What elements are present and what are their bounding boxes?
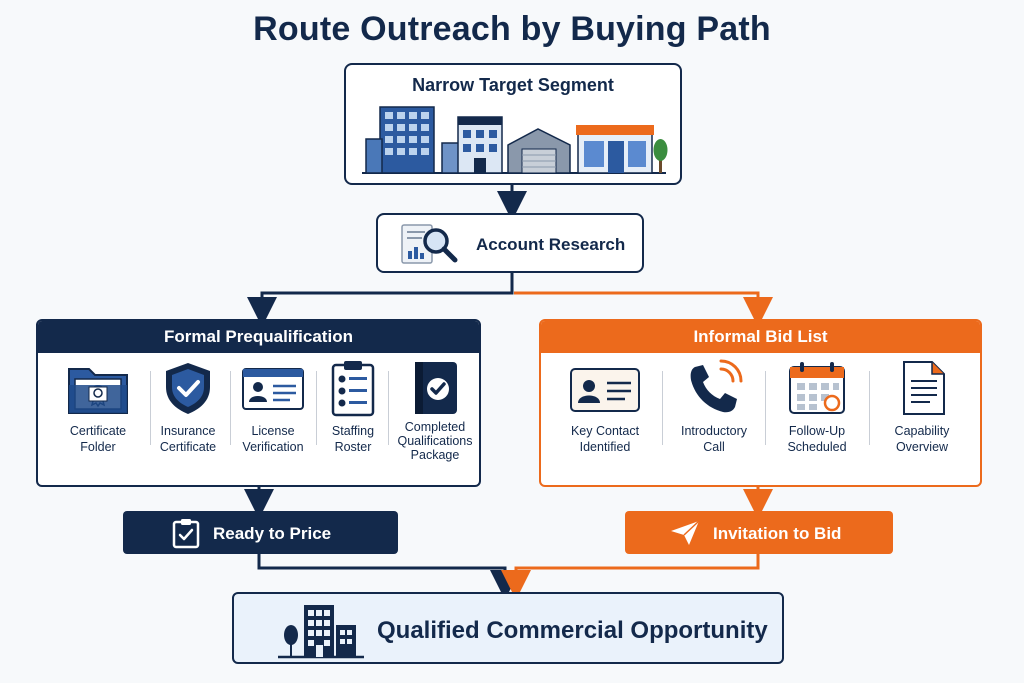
informal-item-introductory-call: Introductory Call [666,359,762,455]
divider [230,371,231,445]
formal-item-label: Folder [80,440,116,454]
folder-certificate-icon [68,368,128,414]
divider [150,371,151,445]
formal-item-label: Roster [334,440,372,454]
formal-item-label: Certificate [69,424,127,438]
informal-item-follow-up: Follow-Up Scheduled [769,359,865,455]
clipboard-roster-icon [331,361,375,417]
paper-plane-icon [671,520,700,545]
divider [316,371,317,445]
divider [662,371,663,445]
formal-item-label: Completed [404,420,466,434]
formal-item-label: Package [410,448,460,462]
informal-item-label: Introductory [680,424,747,438]
formal-item-license-verification: License Verification [233,359,313,455]
invitation-to-bid-step: Invitation to Bid [625,511,893,554]
magnifier-report-icon [401,224,458,264]
qualified-opportunity-label: Qualified Commercial Opportunity [377,617,768,644]
divider [869,371,870,445]
formal-item-qualifications-package: Completed Qualifications Package [393,359,477,463]
informal-item-label: Scheduled [787,440,847,454]
formal-item-label: Qualifications [397,434,473,448]
research-label: Account Research [476,235,626,254]
formal-item-label: Certificate [159,440,217,454]
informal-item-label: Call [703,440,725,454]
arrow-bid-to-final [501,554,760,600]
formal-item-staffing-roster: Staffing Roster [322,359,384,455]
formal-item-insurance-certificate: Insurance Certificate [148,359,228,455]
id-card-icon [242,368,304,410]
informal-item-label: Identified [579,440,631,454]
informal-item-label: Capability [894,424,950,438]
formal-item-label: Verification [242,440,304,454]
informal-item-label: Follow-Up [788,424,846,438]
informal-item-label: Key Contact [570,424,640,438]
segment-label: Narrow Target Segment [412,75,614,95]
ready-to-price-label: Ready to Price [213,524,332,543]
shield-check-icon [166,363,210,414]
segment-box: Narrow Target Segment [344,63,682,185]
contact-card-icon [570,368,640,412]
formal-item-label: Insurance [160,424,216,438]
informal-item-key-contact: Key Contact Identified [555,359,655,455]
calendar-icon [789,362,845,414]
divider [765,371,766,445]
informal-panel-header: Informal Bid List [541,321,980,353]
formal-item-label: Staffing [331,424,375,438]
informal-bid-list-panel: Informal Bid List Key Contact Identified… [539,319,982,487]
informal-item-capability-overview: Capability Overview [874,359,970,455]
formal-prequalification-panel: Formal Prequalification Certificate Fold… [36,319,481,487]
binder-check-icon [415,362,457,414]
formal-item-label: License [251,424,295,438]
arrow-price-to-final [257,554,520,600]
informal-item-label: Overview [895,440,949,454]
divider [388,371,389,445]
clipboard-check-icon [172,519,200,549]
ready-to-price-step: Ready to Price [123,511,398,554]
diagram-title: Route Outreach by Buying Path [253,10,771,48]
research-box: Account Research [376,213,644,273]
arrow-research-to-formal [247,273,514,327]
formal-panel-header: Formal Prequalification [38,321,479,353]
invitation-to-bid-label: Invitation to Bid [713,524,842,543]
office-building-icon [278,605,364,659]
phone-icon [690,359,743,413]
document-icon [903,361,945,415]
arrow-research-to-informal [514,291,773,327]
buildings-illustration-icon [362,106,668,174]
formal-item-certificate-folder: Certificate Folder [48,359,148,455]
qualified-opportunity-box: Qualified Commercial Opportunity [232,592,784,664]
